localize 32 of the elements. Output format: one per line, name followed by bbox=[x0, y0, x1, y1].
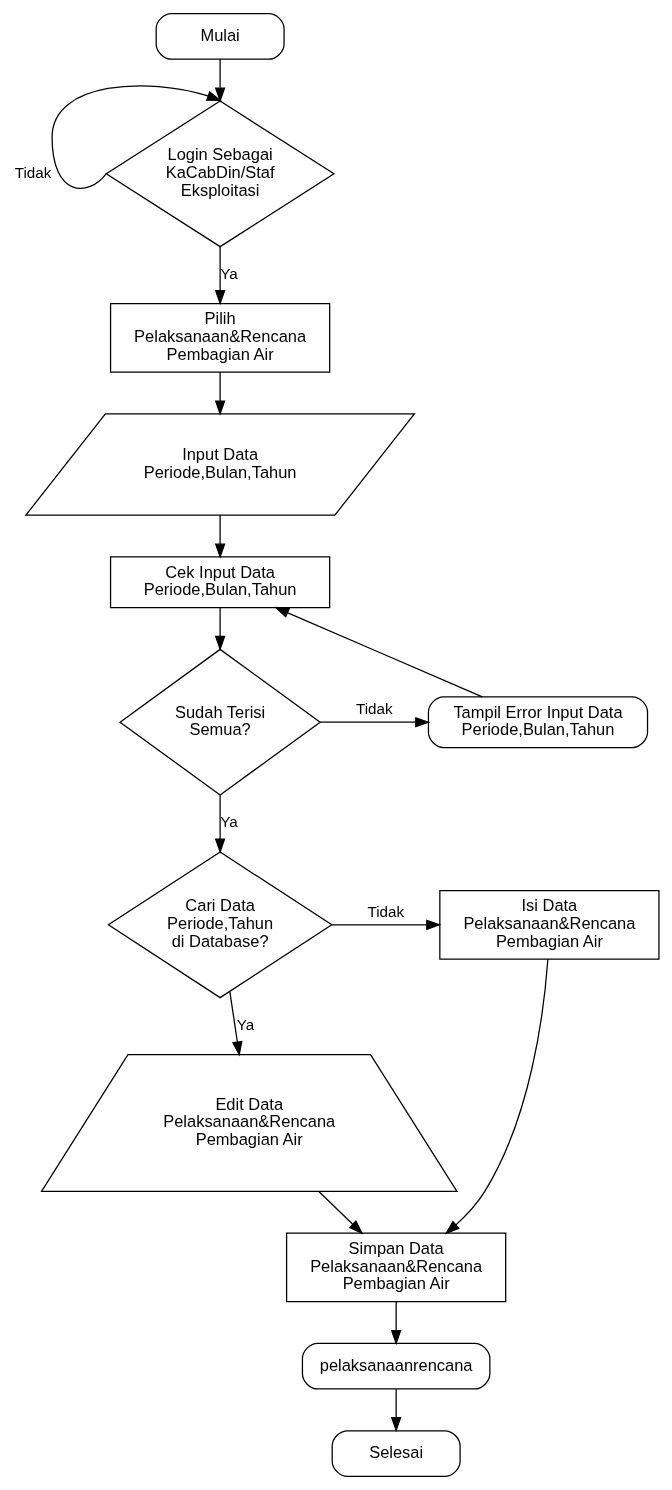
node-box: Selesai bbox=[331, 1430, 461, 1477]
node-box: Simpan Data Pelaksanaan&Rencana Pembagian Air bbox=[285, 1232, 506, 1303]
edge-label: Tidak bbox=[14, 163, 51, 181]
arrow bbox=[390, 1388, 401, 1433]
arrow bbox=[214, 58, 225, 103]
node-box: Isi Data Pelaksanaan&Rencana Pembagian Air bbox=[438, 890, 660, 960]
arrow bbox=[50, 85, 222, 189]
arrow bbox=[214, 246, 225, 306]
edge-label: Ya bbox=[219, 265, 238, 283]
edge-label: Ya bbox=[236, 1016, 254, 1034]
arrow bbox=[228, 991, 243, 1057]
arrow bbox=[214, 514, 225, 559]
edge-label: Ya bbox=[219, 813, 238, 831]
node-box: Pilih Pelaksanaan&Rencana Pembagian Air bbox=[109, 303, 330, 373]
arrow bbox=[319, 716, 430, 728]
node-box: Mulai bbox=[155, 13, 285, 60]
node-box: pelaksanaanrencana bbox=[301, 1342, 490, 1390]
node-diamond: Cari Data Periode,Tahun di Database? bbox=[106, 851, 333, 999]
arrow bbox=[317, 1190, 363, 1235]
node-box: Cek Input Data Periode,Bulan,Tahun bbox=[109, 556, 330, 609]
node-box: Tampil Error Input Data Periode,Bulan,Tahun bbox=[427, 696, 648, 749]
edge-label: Tidak bbox=[355, 700, 393, 718]
node-diamond: Login Sebagai KaCabDin/Staf Eksploitasi bbox=[104, 100, 335, 248]
arrow bbox=[330, 919, 441, 931]
arrow bbox=[214, 794, 225, 854]
node-diamond: Sudah Terisi Semua? bbox=[118, 648, 321, 796]
arrow bbox=[444, 958, 548, 1235]
arrow bbox=[273, 606, 483, 698]
arrow bbox=[214, 607, 225, 652]
arrow bbox=[214, 371, 225, 416]
arrow bbox=[390, 1301, 401, 1346]
edge-label: Tidak bbox=[366, 902, 404, 920]
